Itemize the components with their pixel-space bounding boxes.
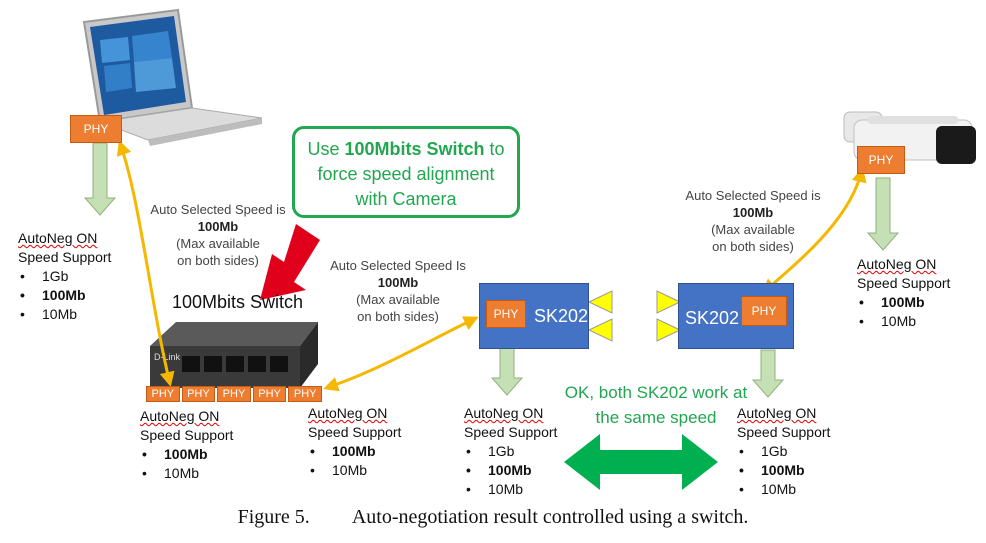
sk-left-connectors (587, 290, 613, 342)
switch-label: 100Mbits Switch (172, 292, 304, 312)
speed-item: 100Mb (140, 445, 233, 464)
note-laptop-switch: Auto Selected Speed is 100Mb (Max availa… (150, 202, 286, 268)
ok-same-speed-text: OK, both SK202 work at the same speed (564, 383, 748, 427)
camera-sk-link (761, 167, 867, 294)
speed-item: 10Mb (308, 461, 401, 480)
switch-port-phy: PHY (146, 386, 180, 402)
switch-port-spec-right: AutoNeg ON Speed Support 100Mb10Mb (308, 404, 401, 480)
note-switch-sk: Auto Selected Speed Is 100Mb (Max availa… (330, 258, 466, 324)
laptop-speed-list: 1Gb100Mb10Mb (18, 267, 111, 324)
speed-item: 100Mb (857, 293, 950, 312)
svg-text:D-Link: D-Link (154, 352, 181, 362)
camera-down-arrow (866, 177, 900, 251)
sk202-right-phy: PHY (741, 296, 787, 326)
figure-caption-text: Auto-negotiation result controlled using… (351, 506, 749, 528)
switch-port-phy: PHY (288, 386, 322, 402)
sk-right-connectors (656, 290, 682, 342)
speed-item: 100Mb (737, 461, 830, 480)
sk202-left-phy: PHY (486, 300, 526, 328)
figure-number: Figure 5. (237, 506, 310, 528)
speed-item: 10Mb (140, 464, 233, 483)
speed-item: 100Mb (18, 286, 111, 305)
speed-item: 10Mb (857, 312, 950, 331)
speed-item: 1Gb (737, 442, 830, 461)
sk202-right-box: SK202 PHY (678, 283, 794, 349)
sk-right-down-arrow (751, 349, 785, 398)
switch-port-phy: PHY (252, 386, 287, 402)
sk202-left-box: PHY SK202 (479, 283, 589, 349)
red-pointer-arrow (260, 224, 320, 300)
sk202-right-spec: AutoNeg ON Speed Support 1Gb100Mb10Mb (737, 404, 830, 499)
switch-callout-box: Use 100Mbits Switch to force speed align… (292, 126, 520, 218)
speed-item: 1Gb (18, 267, 111, 286)
laptop-phy-box: PHY (70, 115, 122, 143)
speed-item: 1Gb (464, 442, 557, 461)
note-camera-sk: Auto Selected Speed is 100Mb (Max availa… (685, 188, 821, 254)
sk202-left-name: SK202 (534, 306, 589, 326)
speed-item: 100Mb (464, 461, 557, 480)
sk202-left-spec: AutoNeg ON Speed Support 1Gb100Mb10Mb (464, 404, 557, 499)
sk202-right-name: SK202 (685, 308, 740, 328)
figure-caption: Figure 5. Auto-negotiation result control… (0, 506, 986, 529)
laptop-image (82, 8, 263, 146)
laptop-switch-link (116, 140, 175, 387)
speed-item: 100Mb (308, 442, 401, 461)
switch-port-phy: PHY (181, 386, 216, 402)
switch-image: D-Link (150, 322, 318, 388)
switch-sk-link (323, 316, 479, 392)
green-double-arrow (564, 434, 718, 490)
switch-port-phy: PHY (217, 386, 251, 402)
speed-item: 10Mb (464, 480, 557, 499)
switch-port-spec-left: AutoNeg ON Speed Support 100Mb10Mb (140, 407, 233, 483)
speed-item: 10Mb (18, 305, 111, 324)
switch-phy-strip: PHY PHY PHY PHY PHY (146, 386, 322, 402)
laptop-autoneg: AutoNeg ON (18, 230, 98, 246)
speed-item: 10Mb (737, 480, 830, 499)
laptop-support-label: Speed Support (18, 249, 112, 265)
camera-speed-spec: AutoNeg ON Speed Support 100Mb10Mb (857, 255, 950, 331)
camera-phy-box: PHY (857, 146, 905, 174)
laptop-speed-spec: AutoNeg ON Speed Support 1Gb100Mb10Mb (18, 229, 111, 324)
laptop-down-arrow (83, 142, 117, 216)
